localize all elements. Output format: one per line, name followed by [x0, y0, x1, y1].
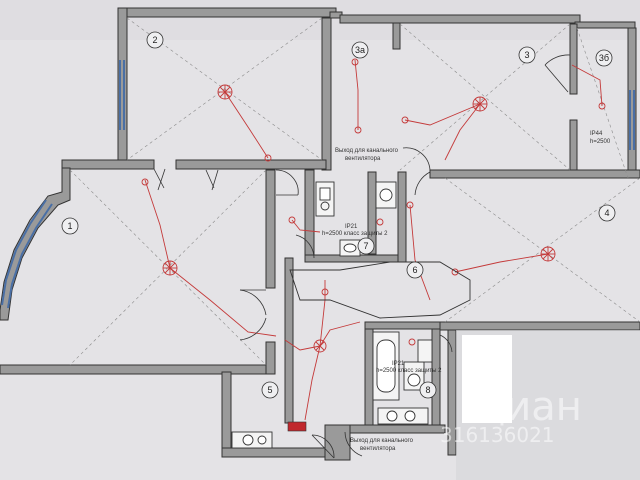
ip21-top-note-line1: IP21 — [345, 224, 358, 230]
walls — [0, 7, 640, 461]
electrical-panel-icon — [287, 421, 307, 432]
ceiling-light-icon — [217, 84, 233, 100]
plumbing-fixtures — [231, 181, 433, 449]
vent-note-top-line2: вентилятора — [345, 156, 381, 162]
stove-icon — [231, 431, 273, 449]
ip21-bottom-note-line1: IP21 — [392, 361, 405, 367]
room-labels — [61, 31, 616, 399]
room-label-2: 2 — [152, 35, 157, 45]
doors — [153, 54, 571, 459]
wiring — [144, 59, 603, 421]
toilet-icon — [403, 361, 425, 391]
ceiling-light-icon — [313, 339, 327, 353]
room-label-5: 5 — [267, 385, 272, 395]
ceiling-light-icon — [540, 246, 556, 262]
bathtub-icon — [372, 331, 400, 401]
room-label-1: 1 — [67, 221, 72, 231]
ip44-note-line2: h=2500 — [590, 139, 611, 145]
ceiling-light-icon — [472, 96, 488, 112]
toilet-icon — [315, 181, 335, 217]
washbasin-icon — [339, 239, 361, 257]
room-label-3: 3 — [524, 50, 529, 60]
ceiling-light-icon — [162, 260, 178, 276]
sink-icon — [375, 181, 397, 209]
washer-icon — [377, 407, 429, 425]
windows — [1, 60, 635, 309]
watermark-id: 316136021 — [440, 423, 555, 447]
sink-icon — [417, 339, 433, 363]
vent-note-bottom-line1: Выход для канального — [350, 438, 414, 444]
watermark-brand: циан — [478, 384, 582, 430]
vent-note-top-line1: Выход для канального — [335, 148, 399, 154]
room-label-4: 4 — [604, 208, 609, 218]
room-label-3a: 3a — [355, 45, 365, 55]
vent-note-bottom-line2: вентилятора — [360, 446, 396, 452]
ip21-top-note-line2: h=2500 класс защиты 2 — [322, 231, 388, 237]
ip44-note-line1: IP44 — [590, 131, 603, 137]
room-label-6: 6 — [412, 265, 417, 275]
room-label-7: 7 — [363, 241, 368, 251]
ip21-bottom-note-line2: h=2500 класс защиты 2 — [376, 368, 442, 374]
room-label-8: 8 — [425, 385, 430, 395]
corridor-outline — [289, 261, 471, 319]
light-fixtures — [141, 58, 606, 353]
room-label-3b: 3б — [599, 53, 609, 63]
